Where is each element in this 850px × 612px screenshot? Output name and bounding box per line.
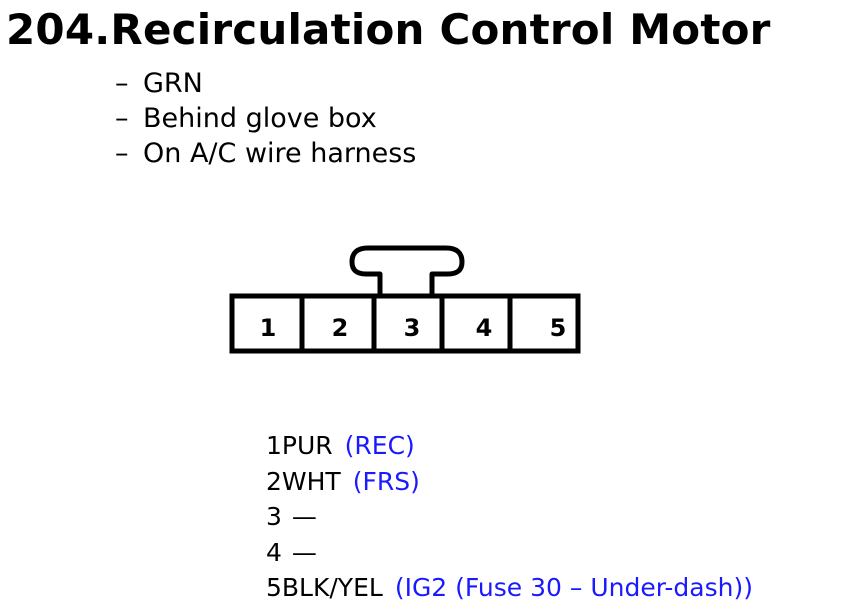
- pin-row: 1PUR (REC): [266, 428, 753, 464]
- note-item: –GRN: [115, 66, 416, 101]
- wire-color: PUR: [281, 431, 333, 460]
- pin-id: 3: [266, 502, 282, 531]
- note-dash: –: [115, 68, 129, 99]
- page-title: 204.Recirculation Control Motor: [6, 5, 771, 54]
- pin-id: 1: [266, 431, 282, 460]
- pin-function: (IG2 (Fuse 30 – Under-dash)): [394, 573, 753, 602]
- pin-row: 2WHT (FRS): [266, 464, 753, 500]
- note-text: On A/C wire harness: [143, 138, 417, 169]
- note-item: –On A/C wire harness: [115, 136, 416, 171]
- note-dash: –: [115, 103, 129, 134]
- pin-number: 1: [260, 314, 277, 342]
- note-dash: –: [115, 138, 129, 169]
- pin-list: 1PUR(REC) 2WHT(FRS) 3— 4— 5BLK/YEL(IG2 (…: [266, 428, 753, 606]
- pin-id: 5: [266, 573, 282, 602]
- pin-function: —: [291, 502, 317, 531]
- location-notes: –GRN –Behind glove box –On A/C wire harn…: [115, 66, 416, 171]
- pin-row: 4—: [266, 535, 753, 571]
- pin-row: 3—: [266, 499, 753, 535]
- connector-body: [229, 293, 581, 354]
- wire-color: BLK/YEL: [281, 573, 383, 602]
- pin-number: 5: [550, 314, 567, 342]
- connector-latch: [349, 245, 465, 296]
- pin-number: 4: [476, 314, 493, 342]
- note-item: –Behind glove box: [115, 101, 416, 136]
- pin-id: 2: [266, 466, 282, 496]
- pin-function: —: [291, 537, 317, 567]
- pin-row: 5BLK/YEL (IG2 (Fuse 30 – Under-dash)): [266, 570, 753, 606]
- pin-number: 2: [332, 314, 349, 342]
- pin-function: (FRS): [352, 466, 420, 496]
- pin-number: 3: [404, 314, 421, 342]
- pin-function: (REC): [344, 431, 415, 460]
- note-text: GRN: [143, 68, 203, 99]
- wire-color: WHT: [281, 466, 341, 496]
- note-text: Behind glove box: [143, 103, 377, 134]
- connector-diagram: 1 2 3 4 5: [229, 245, 581, 354]
- pin-id: 4: [266, 537, 282, 567]
